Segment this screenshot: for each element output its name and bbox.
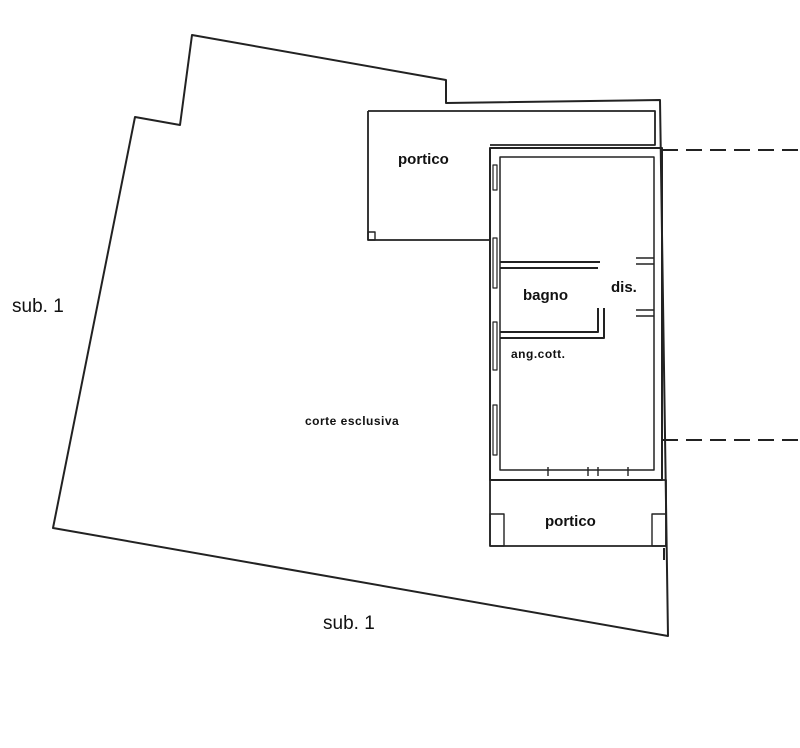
corridor-wall: [636, 257, 654, 317]
label-portico-bottom: portico: [545, 513, 596, 530]
label-ang-cott: ang.cott.: [511, 347, 566, 361]
portico-top-pillar: [367, 231, 376, 241]
label-sub-bottom: sub. 1: [323, 613, 375, 634]
portico-bottom-pillar-left: [489, 513, 505, 547]
label-bagno: bagno: [523, 287, 568, 304]
label-corte-esclusiva: corte esclusiva: [305, 414, 400, 428]
label-dis: dis.: [611, 279, 637, 296]
neighbour-boundary-dashed: [662, 149, 800, 560]
label-sub-left: sub. 1: [12, 296, 64, 317]
label-portico-top: portico: [398, 151, 449, 168]
bathroom-wall-right: [500, 308, 605, 339]
bathroom-wall: [500, 261, 600, 269]
apartment-wall-inner: [499, 156, 655, 471]
window-west: [492, 164, 498, 456]
portico-bottom-outline: [489, 479, 667, 547]
portico-bottom-pillar-right: [651, 513, 667, 547]
lot-boundary: [52, 34, 669, 637]
window-south: [547, 467, 629, 476]
portico-top-outline: [367, 110, 656, 241]
apartment-wall-outer: [489, 147, 663, 481]
